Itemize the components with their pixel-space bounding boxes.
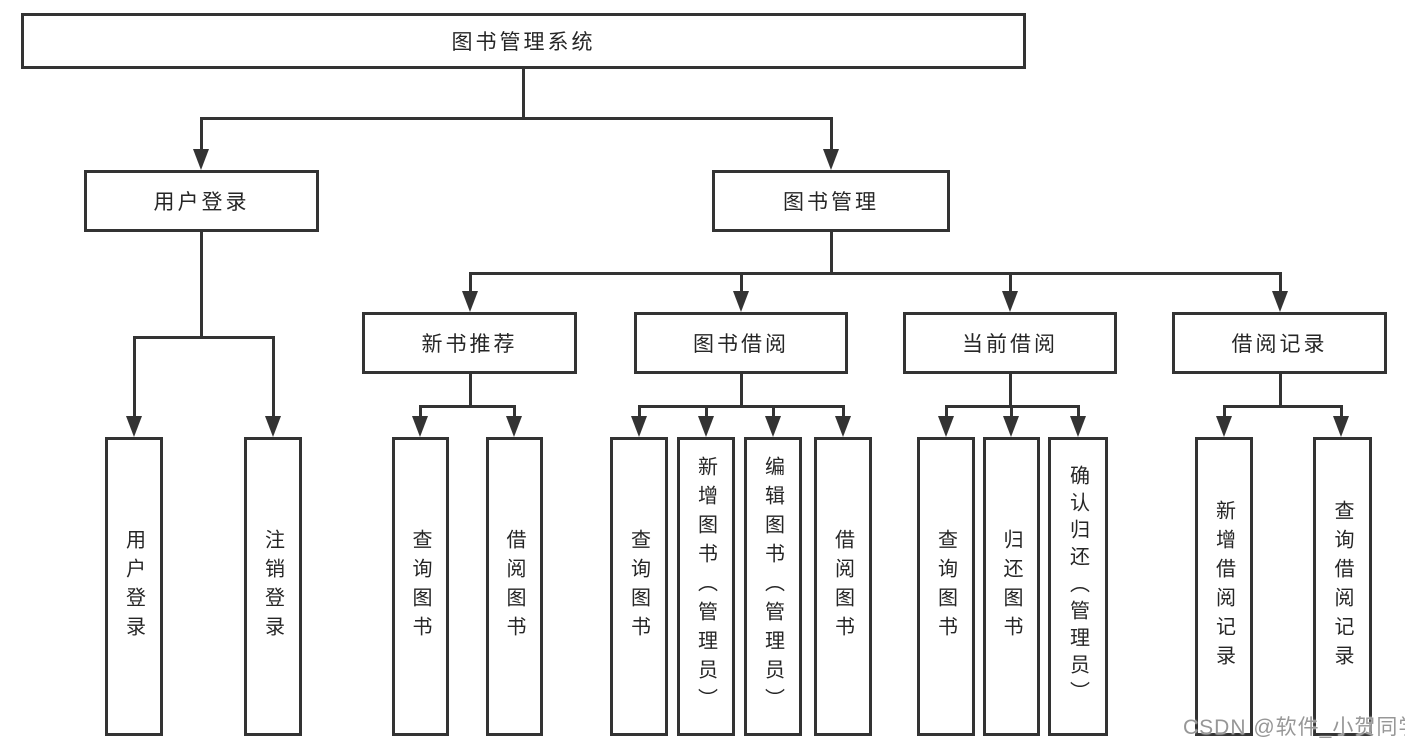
- connector-stem: [133, 336, 136, 416]
- node-query-books-leaf: 查询图书: [610, 437, 668, 736]
- connector-stem: [1340, 405, 1343, 418]
- node-return-books-leaf: 归还图书: [983, 437, 1040, 736]
- arrow-down-icon: [412, 416, 428, 437]
- node-add-books-admin-leaf: 新增图书（管理员）: [677, 437, 735, 736]
- connector-stem: [945, 405, 948, 418]
- node-logout-leaf: 注销登录: [244, 437, 302, 736]
- node-add-borrow-record-leaf: 新增借阅记录: [1195, 437, 1253, 736]
- arrow-down-icon: [1002, 291, 1018, 312]
- node-confirm-return-admin-leaf: 确认归还（管理员）: [1048, 437, 1108, 736]
- node-query-books-leaf: 查询图书: [917, 437, 975, 736]
- arrow-down-icon: [765, 416, 781, 437]
- node-user-login: 用户登录: [84, 170, 319, 232]
- connector-stem: [638, 405, 641, 418]
- connector-book-mgmt-stem: [830, 117, 833, 151]
- node-borrow-record: 借阅记录: [1172, 312, 1387, 374]
- connector-stem: [740, 272, 743, 292]
- csdn-watermark: CSDN @软件_小贺同学: [1183, 716, 1405, 739]
- arrow-down-icon: [506, 416, 522, 437]
- connector-stem: [1279, 272, 1282, 292]
- connector-stem: [1223, 405, 1226, 418]
- arrow-down-icon: [126, 416, 142, 437]
- node-query-books-leaf: 查询图书: [392, 437, 449, 736]
- arrow-down-icon: [462, 291, 478, 312]
- arrow-down-icon: [631, 416, 647, 437]
- connector-user-login-rail: [133, 336, 275, 339]
- connector-rail: [638, 405, 845, 408]
- arrow-down-icon: [698, 416, 714, 437]
- arrow-down-icon: [835, 416, 851, 437]
- connector-stem: [1077, 405, 1080, 418]
- connector-rail: [1223, 405, 1342, 408]
- connector-stem: [419, 405, 422, 418]
- connector-rail: [419, 405, 516, 408]
- node-query-borrow-record-leaf: 查询借阅记录: [1313, 437, 1372, 736]
- arrow-down-icon: [1003, 416, 1019, 437]
- node-user-login-leaf: 用户登录: [105, 437, 163, 736]
- arrow-down-icon: [823, 149, 839, 170]
- arrow-down-icon: [938, 416, 954, 437]
- arrow-down-icon: [1070, 416, 1086, 437]
- arrow-down-icon: [1333, 416, 1349, 437]
- connector-stem: [1009, 272, 1012, 292]
- arrow-down-icon: [1216, 416, 1232, 437]
- connector-stub: [469, 374, 472, 407]
- arrow-down-icon: [265, 416, 281, 437]
- connector-level3-rail: [469, 272, 1281, 275]
- connector-stem: [272, 336, 275, 416]
- connector-stem: [705, 405, 708, 418]
- connector-stub: [1009, 374, 1012, 407]
- node-new-book-rec: 新书推荐: [362, 312, 577, 374]
- connector-stem: [1010, 405, 1013, 418]
- node-borrow-books-leaf: 借阅图书: [814, 437, 872, 736]
- node-book-mgmt: 图书管理: [712, 170, 950, 232]
- connector-stem: [842, 405, 845, 418]
- node-edit-books-admin-leaf: 编辑图书（管理员）: [744, 437, 802, 736]
- node-current-borrow: 当前借阅: [903, 312, 1117, 374]
- node-book-borrow: 图书借阅: [634, 312, 848, 374]
- connector-stub: [1279, 374, 1282, 407]
- connector-stem: [513, 405, 516, 418]
- arrow-down-icon: [1272, 291, 1288, 312]
- connector-user-login-stub: [200, 232, 203, 338]
- arrow-down-icon: [733, 291, 749, 312]
- connector-level2-rail: [200, 117, 833, 120]
- arrow-down-icon: [193, 149, 209, 170]
- connector-stem: [469, 272, 472, 292]
- connector-root-stub: [522, 69, 525, 117]
- node-borrow-books-leaf: 借阅图书: [486, 437, 543, 736]
- connector-stem: [772, 405, 775, 418]
- connector-stub: [740, 374, 743, 407]
- connector-book-mgmt-stub: [830, 232, 833, 274]
- node-root: 图书管理系统: [21, 13, 1026, 69]
- connector-user-login-stem: [200, 117, 203, 151]
